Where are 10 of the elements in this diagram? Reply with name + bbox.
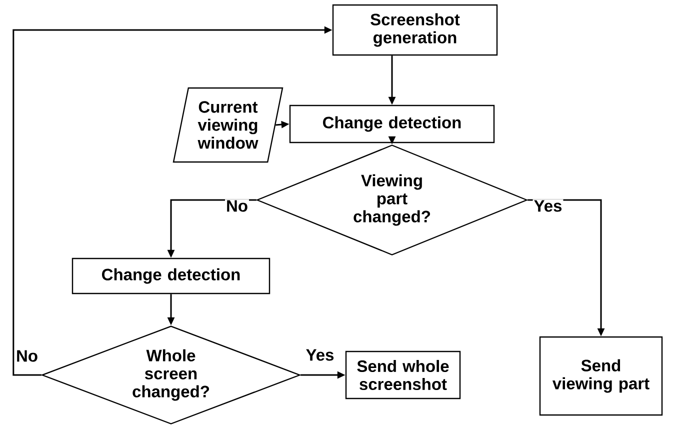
process-box: Send viewing part — [539, 336, 663, 416]
edge-label: No — [225, 199, 249, 213]
input-parallelogram: Current viewing window — [172, 87, 284, 163]
edge-label: Yes — [304, 348, 336, 362]
process-box: Change detection — [289, 104, 495, 144]
edge-label: Yes — [532, 199, 564, 213]
process-box: Change detection — [72, 258, 270, 294]
process-box: Send whole screenshot — [345, 350, 461, 400]
process-box: Screenshot generation — [332, 4, 498, 56]
edge-label: No — [15, 349, 39, 363]
